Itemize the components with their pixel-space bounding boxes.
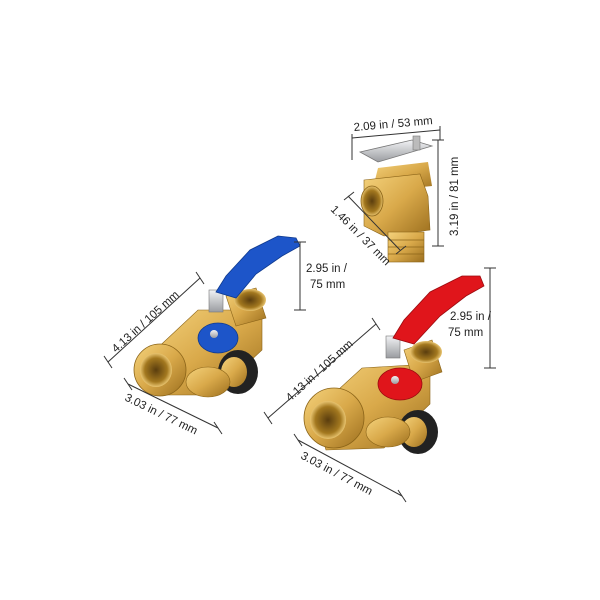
relief-height-dimension: 3.19 in / 81 mm	[432, 139, 461, 247]
blue-handle-height-dimension: 2.95 in / 75 mm	[294, 241, 348, 311]
red-handle-height-dimension: 2.95 in / 75 mm	[448, 267, 496, 369]
relief-height-label: 3.19 in / 81 mm	[449, 157, 461, 236]
red-handle-height-label-line1: 2.95 in /	[450, 311, 492, 323]
red-width-label: 3.03 in / 77 mm	[299, 450, 375, 498]
red-handle-height-label-line2: 75 mm	[448, 327, 483, 339]
relief-width-label: 2.09 in / 53 mm	[353, 115, 433, 134]
blue-ball-valve	[133, 235, 301, 398]
blue-width-label: 3.03 in / 77 mm	[123, 392, 200, 438]
blue-handle-height-label-line2: 75 mm	[310, 279, 345, 291]
blue-handle-height-label-line1: 2.95 in /	[306, 263, 348, 275]
red-ball-valve	[303, 275, 485, 454]
relief-valve	[358, 135, 434, 263]
